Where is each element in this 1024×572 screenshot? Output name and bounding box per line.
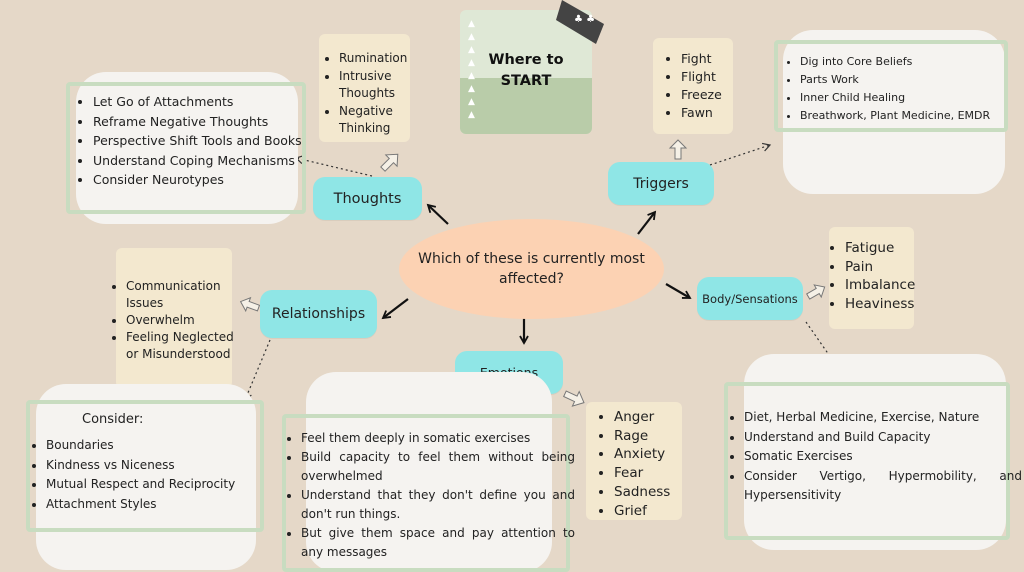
relationships-actions-card — [36, 384, 256, 570]
thoughts-actions-list: Let Go of Attachments Reframe Negative T… — [75, 92, 318, 190]
list-item: Understand Coping Mechanisms — [93, 151, 318, 171]
list-item: Consider Neurotypes — [93, 170, 318, 190]
list-item: Feel them deeply in somatic exercises — [301, 429, 575, 448]
hollow-arrow-emotions — [563, 390, 585, 407]
hollow-arrow-body — [806, 284, 826, 300]
list-item: Perspective Shift Tools and Books — [93, 131, 318, 151]
list-item: But give them space and pay attention to… — [301, 524, 575, 562]
hollow-arrow-relationships — [239, 296, 261, 313]
node-triggers[interactable]: Triggers — [608, 162, 714, 205]
thoughts-types-card: Rumination Intrusive Thoughts Negative T… — [319, 34, 410, 142]
thoughts-types-list: Rumination Intrusive Thoughts Negative T… — [319, 34, 410, 138]
center-question[interactable]: Which of these is currently most affecte… — [399, 219, 664, 319]
relationships-consider-heading: Consider: — [82, 412, 144, 427]
list-item: Rumination — [339, 50, 410, 68]
node-relationships[interactable]: Relationships — [260, 290, 377, 338]
list-item: Inner Child Healing — [800, 89, 1024, 107]
relationships-types-card: Communication Issues Overwhelm Feeling N… — [116, 248, 234, 388]
triggers-types-card: Fight Flight Freeze Fawn — [653, 38, 733, 134]
list-item: Kindness vs Niceness — [46, 456, 272, 476]
arrow-to-relationships — [381, 298, 409, 320]
notebook-spiral: ▲▲▲▲▲▲▲▲ — [468, 19, 475, 120]
node-thoughts[interactable]: Thoughts — [313, 177, 422, 220]
relationships-types-list: Communication Issues Overwhelm Feeling N… — [116, 248, 234, 363]
list-item: Anger — [614, 408, 682, 427]
list-item: Fatigue — [845, 239, 914, 258]
emotions-actions-list: Feel them deeply in somatic exercises Bu… — [283, 429, 575, 562]
list-item: Mutual Respect and Reciprocity — [46, 475, 272, 495]
arrow-to-thoughts — [426, 203, 449, 225]
dotted-arrow-triggers — [709, 142, 772, 166]
list-item: Flight — [681, 68, 733, 86]
triggers-actions-frame — [774, 40, 1008, 132]
body-types-card: Fatigue Pain Imbalance Heaviness — [829, 227, 915, 329]
thoughts-actions-frame — [66, 82, 306, 214]
body-types-list: Fatigue Pain Imbalance Heaviness — [829, 227, 915, 314]
list-item: Negative Thinking — [339, 103, 410, 138]
list-item: Consider Vertigo, Hypermobility, and Hyp… — [744, 467, 1022, 506]
list-item: Breathwork, Plant Medicine, EMDR — [800, 107, 1024, 125]
emotions-actions-frame — [282, 414, 570, 572]
emotions-actions-card — [306, 372, 552, 572]
list-item: Dig into Core Beliefs — [800, 53, 1024, 71]
body-actions-list: Diet, Herbal Medicine, Exercise, Nature … — [726, 408, 1022, 506]
node-body-sensations[interactable]: Body/Sensations — [697, 277, 803, 320]
list-item: Anxiety — [614, 445, 682, 464]
list-item: Somatic Exercises — [744, 447, 1022, 467]
list-item: Fight — [681, 50, 733, 68]
list-item: Reframe Negative Thoughts — [93, 112, 318, 132]
emotions-types-list: Anger Rage Anxiety Fear Sadness Grief — [586, 402, 682, 520]
list-item: Feeling Neglected or Misunderstood — [126, 329, 234, 363]
list-item: Boundaries — [46, 436, 272, 456]
list-item: Parts Work — [800, 71, 1024, 89]
triggers-actions-card — [783, 30, 1005, 194]
arrow-to-triggers — [637, 210, 657, 235]
list-item: Imbalance — [845, 276, 915, 295]
list-item: Communication Issues — [126, 278, 234, 312]
list-item: Fear — [614, 464, 682, 483]
body-actions-card — [744, 354, 1006, 550]
list-item: Rage — [614, 427, 682, 446]
list-item: Let Go of Attachments — [93, 92, 318, 112]
list-item: Grief — [614, 502, 682, 521]
emotions-types-card: Anger Rage Anxiety Fear Sadness Grief — [586, 402, 682, 520]
tag-icon: ♣ ♣ — [556, 0, 604, 44]
arrow-to-body — [665, 283, 692, 299]
list-item: Fawn — [681, 104, 733, 122]
list-item: Understand and Build Capacity — [744, 428, 1022, 448]
relationships-actions-frame — [26, 400, 264, 532]
list-item: Build capacity to feel them without bein… — [301, 448, 575, 486]
thoughts-actions-card — [76, 72, 298, 224]
notebook-icon — [460, 10, 592, 134]
list-item: Diet, Herbal Medicine, Exercise, Nature — [744, 408, 1022, 428]
list-item: Overwhelm — [126, 312, 234, 329]
start-notebook: ▲▲▲▲▲▲▲▲ Where to START — [460, 10, 592, 134]
hollow-arrow-triggers — [668, 139, 688, 160]
dotted-arrow-thoughts — [294, 155, 373, 177]
svg-text:♣ ♣: ♣ ♣ — [574, 14, 595, 25]
start-label: Where to START — [488, 52, 564, 89]
list-item: Pain — [845, 258, 914, 277]
list-item: Heaviness — [845, 295, 914, 314]
list-item: Sadness — [614, 483, 682, 502]
dotted-arrow-relationships — [243, 339, 271, 402]
triggers-types-list: Fight Flight Freeze Fawn — [653, 38, 733, 122]
body-actions-frame — [724, 382, 1010, 540]
list-item: Intrusive Thoughts — [339, 68, 410, 103]
list-item: Freeze — [681, 86, 733, 104]
list-item: Understand that they don't define you an… — [301, 486, 575, 524]
triggers-actions-list: Dig into Core Beliefs Parts Work Inner C… — [782, 53, 1024, 125]
relationships-actions-list: Boundaries Kindness vs Niceness Mutual R… — [28, 436, 272, 514]
dotted-arrow-body — [805, 321, 844, 376]
list-item: Attachment Styles — [46, 495, 272, 515]
hollow-arrow-thoughts — [380, 153, 399, 172]
